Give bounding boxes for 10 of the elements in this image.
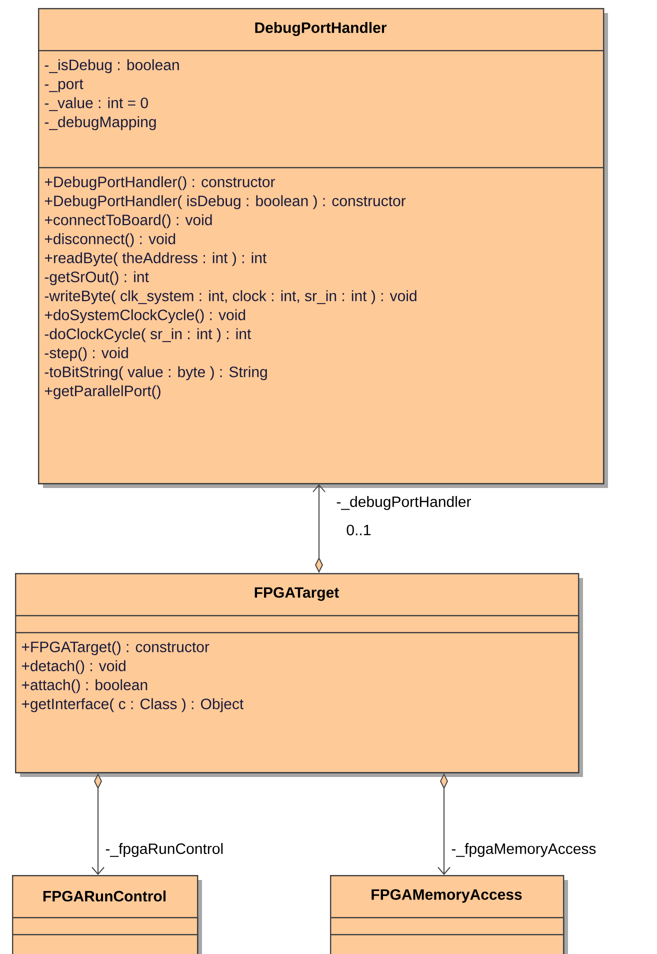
class-compartment	[330, 934, 564, 954]
multiplicity-label: 0..1	[346, 524, 370, 536]
class-compartment	[15, 615, 580, 634]
class-compartment	[12, 934, 198, 954]
class-compartment: -_isDebug : boolean -_port -_value : int = 0 -_debugMapping	[38, 50, 604, 168]
edge-label: -_fpgaRunControl	[106, 843, 223, 857]
class-compartment	[12, 917, 198, 936]
class-compartment	[330, 917, 564, 936]
edge-label: -_debugPortHandler	[336, 496, 471, 510]
edge-label: -_fpgaMemoryAccess	[452, 843, 596, 857]
